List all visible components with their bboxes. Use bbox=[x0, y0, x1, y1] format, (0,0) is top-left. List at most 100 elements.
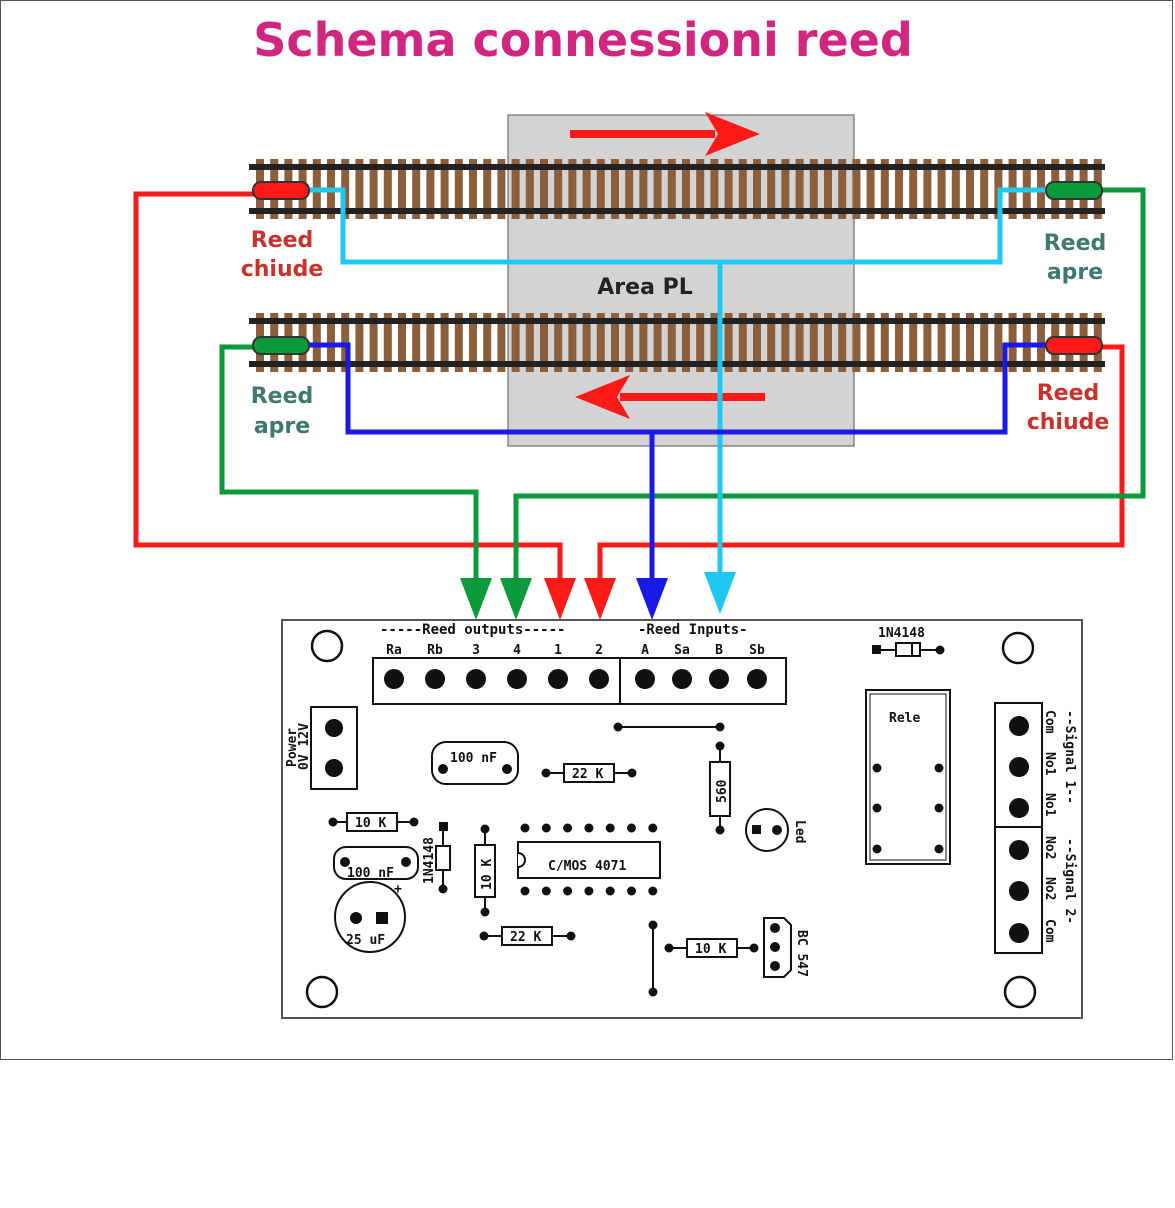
reed-label-top-left-line1: Reed bbox=[251, 228, 314, 253]
reed-label-top-left-line2: chiude bbox=[241, 257, 324, 282]
resistor-560 bbox=[709, 741, 731, 835]
track-sleeper bbox=[469, 159, 477, 219]
signal-pin-label: No1 bbox=[1042, 793, 1057, 817]
led-label: Led bbox=[792, 820, 807, 843]
track-sleeper bbox=[710, 313, 719, 372]
reed-switch-bottom-right bbox=[1045, 336, 1103, 355]
track-sleeper bbox=[951, 313, 960, 372]
terminal-pin bbox=[635, 669, 655, 689]
track-sleeper bbox=[937, 159, 946, 219]
transistor-label: BC 547 bbox=[794, 930, 809, 977]
wire-green-top-right bbox=[513, 187, 1146, 585]
track-sleeper bbox=[696, 159, 705, 219]
track-sleeper bbox=[866, 159, 875, 219]
ic-pin bbox=[648, 886, 658, 896]
capacitor-25uf-plus: + bbox=[394, 882, 402, 897]
track-rail bbox=[249, 318, 1105, 324]
capacitor-25uf bbox=[334, 881, 406, 953]
ic-pin bbox=[584, 823, 594, 833]
track-sleeper bbox=[369, 159, 378, 219]
ic-pin bbox=[541, 823, 551, 833]
wire-green-bottom-left bbox=[219, 344, 479, 585]
track-sleeper bbox=[568, 159, 577, 219]
ic-pin bbox=[627, 823, 636, 833]
resistor-22k-top bbox=[541, 763, 637, 783]
track-top bbox=[249, 159, 1105, 219]
track-sleeper bbox=[554, 159, 563, 219]
track-sleeper bbox=[582, 313, 591, 372]
track-sleeper bbox=[653, 313, 662, 372]
track-sleeper bbox=[653, 159, 662, 219]
track-sleeper bbox=[483, 159, 492, 219]
signal1-label: --Signal 1-- bbox=[1062, 710, 1077, 804]
track-sleeper bbox=[753, 159, 761, 219]
terminal-pin-label: Sa bbox=[674, 643, 690, 658]
terminal-pin-label: Rb bbox=[427, 643, 443, 658]
track-sleeper bbox=[838, 159, 847, 219]
ic-pin bbox=[584, 886, 594, 896]
track-sleeper bbox=[525, 313, 534, 372]
terminal-pin-label: A bbox=[641, 643, 649, 658]
track-sleeper bbox=[909, 159, 918, 219]
track-sleeper bbox=[383, 159, 392, 219]
transistor-bc547 bbox=[763, 917, 792, 978]
track-sleeper bbox=[724, 313, 733, 372]
track-sleeper bbox=[852, 159, 861, 219]
wire-blue-bottom-right bbox=[649, 342, 1048, 585]
terminal-pin-label: Sb bbox=[749, 643, 765, 658]
arrow-head-green-4 bbox=[500, 578, 532, 620]
signal-pin-label: No2 bbox=[1042, 836, 1057, 859]
reed-outputs-header: -----Reed outputs----- bbox=[380, 622, 565, 638]
reed-switch-bottom-left bbox=[252, 336, 310, 355]
track-sleeper bbox=[369, 313, 378, 372]
track-rail bbox=[249, 208, 1105, 214]
track-sleeper bbox=[966, 313, 974, 372]
track-sleeper bbox=[454, 313, 463, 372]
reed-inputs-header: -Reed Inputs- bbox=[638, 622, 748, 638]
track-sleeper bbox=[398, 313, 406, 372]
track-sleeper bbox=[497, 313, 506, 372]
track-sleeper bbox=[809, 159, 818, 219]
track-sleeper bbox=[724, 159, 733, 219]
ic-pins bbox=[520, 823, 658, 896]
relay-label: Rele bbox=[889, 711, 920, 726]
track-sleeper bbox=[639, 159, 648, 219]
terminal-pin bbox=[709, 669, 729, 689]
track-sleeper bbox=[412, 313, 421, 372]
led bbox=[745, 808, 789, 852]
track-sleeper bbox=[440, 313, 449, 372]
power-pin bbox=[325, 759, 343, 777]
track-sleeper bbox=[895, 159, 903, 219]
ic-pin bbox=[520, 823, 530, 833]
mounting-hole bbox=[310, 629, 344, 663]
power-label: Power bbox=[285, 728, 300, 767]
terminal-pin bbox=[672, 669, 692, 689]
track-sleeper bbox=[980, 313, 989, 372]
resistor-10k-left bbox=[328, 812, 419, 832]
track-sleeper bbox=[738, 159, 747, 219]
ic-pin bbox=[520, 886, 530, 896]
signal-pin-label: No1 bbox=[1042, 752, 1057, 776]
track-sleeper bbox=[667, 313, 676, 372]
resistor-22k-bottom bbox=[479, 926, 576, 946]
terminal-pin-label: 3 bbox=[472, 643, 480, 658]
mounting-hole bbox=[305, 975, 339, 1009]
track-sleeper bbox=[710, 159, 719, 219]
signal2-terminal bbox=[994, 826, 1043, 954]
terminal-pin bbox=[747, 669, 767, 689]
track-sleeper bbox=[383, 313, 392, 372]
input-terminal-block bbox=[619, 657, 787, 705]
track-sleeper bbox=[483, 313, 492, 372]
arrow-head-red-1 bbox=[544, 578, 576, 620]
track-sleeper bbox=[426, 313, 435, 372]
track-sleeper bbox=[795, 313, 804, 372]
ic-pin bbox=[627, 886, 636, 896]
terminal-pin bbox=[466, 669, 486, 689]
track-sleeper bbox=[994, 313, 1003, 372]
wire-cyan-top-right bbox=[717, 187, 1048, 580]
track-sleeper bbox=[625, 313, 634, 372]
